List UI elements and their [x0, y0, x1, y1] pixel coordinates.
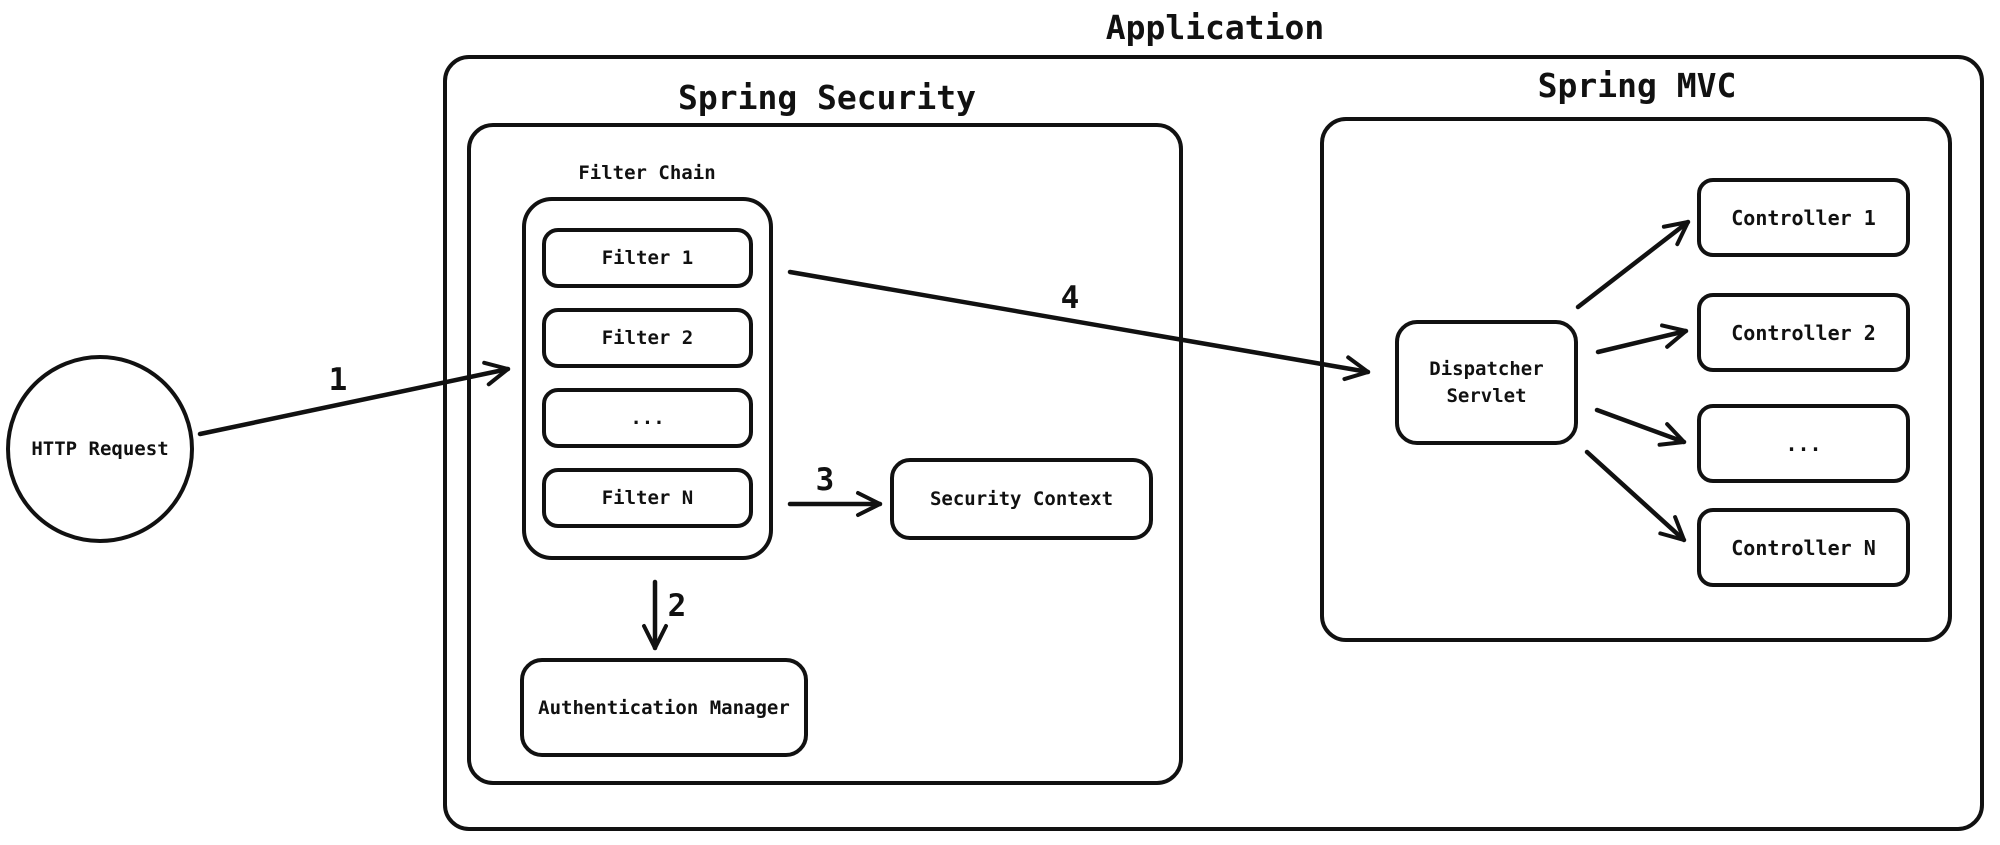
- filter-n-label: Filter N: [601, 487, 694, 509]
- http-request-circle: HTTP Request: [6, 355, 194, 543]
- step-4-label: 4: [1060, 280, 1080, 316]
- filter-2-box: Filter 2: [542, 308, 753, 368]
- authentication-manager-box: Authentication Manager: [520, 658, 808, 757]
- dispatcher-servlet-label: Dispatcher Servlet: [1429, 357, 1544, 407]
- filter-1-box: Filter 1: [542, 228, 753, 288]
- dispatcher-servlet-box: Dispatcher Servlet: [1395, 320, 1578, 445]
- controller-1-label: Controller 1: [1731, 205, 1876, 230]
- controller-1-box: Controller 1: [1697, 178, 1910, 257]
- controller-ellipsis-label: ...: [1785, 431, 1822, 456]
- security-context-label: Security Context: [929, 488, 1114, 510]
- filter-ellipsis-box: ...: [542, 388, 753, 448]
- authentication-manager-label: Authentication Manager: [538, 696, 790, 719]
- step-1-label: 1: [328, 362, 348, 398]
- filter-ellipsis-label: ...: [630, 407, 665, 429]
- application-title: Application: [1105, 8, 1325, 47]
- filter-chain-title: Filter Chain: [578, 162, 716, 184]
- filter-n-box: Filter N: [542, 468, 753, 528]
- step-2-label: 2: [667, 588, 687, 624]
- spring-mvc-title: Spring MVC: [1537, 66, 1737, 105]
- filter-2-label: Filter 2: [601, 327, 694, 349]
- spring-security-title: Spring Security: [677, 78, 976, 117]
- step-3-label: 3: [815, 462, 835, 498]
- controller-n-box: Controller N: [1697, 508, 1910, 587]
- security-context-box: Security Context: [890, 458, 1153, 540]
- controller-2-label: Controller 2: [1731, 320, 1876, 345]
- controller-ellipsis-box: ...: [1697, 404, 1910, 483]
- filter-1-label: Filter 1: [601, 247, 694, 269]
- controller-2-box: Controller 2: [1697, 293, 1910, 372]
- controller-n-label: Controller N: [1731, 535, 1876, 560]
- http-request-label: HTTP Request: [31, 438, 169, 460]
